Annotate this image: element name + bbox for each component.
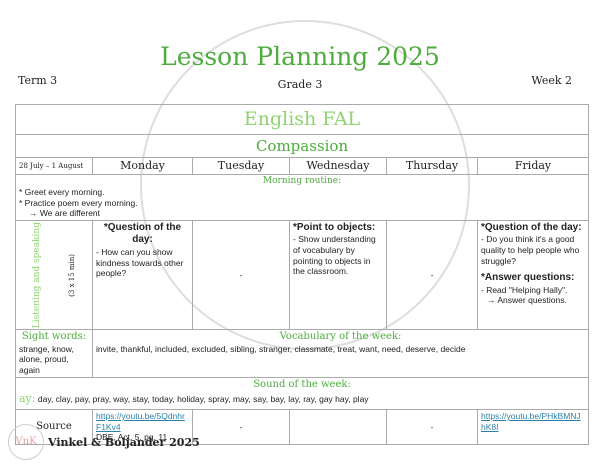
term-label: Term 3 — [18, 74, 58, 87]
vocab-heading: Vocabulary of the week: — [279, 331, 402, 343]
theme-title: Compassion — [14, 134, 590, 158]
day-tuesday: Tuesday — [192, 157, 290, 175]
wednesday-text: - Show understanding of vocabulary by po… — [293, 234, 376, 277]
thursday-text: - — [386, 219, 478, 331]
friday-text-3: → Answer questions. — [487, 295, 567, 306]
day-monday: Monday — [92, 157, 193, 175]
morning-line: * Greet every morning. — [19, 187, 105, 197]
monday-source-note: DBE, Act. 5, pg. 11 — [96, 432, 168, 443]
grade-label: Grade 3 — [277, 78, 323, 91]
sound-heading: Sound of the week: — [253, 379, 351, 391]
listening-duration: (3 x 15 min) — [67, 253, 76, 297]
friday-source-link[interactable]: https://youtu.be/PHkBMNJhK8I — [481, 411, 581, 432]
listening-label-cell: Listening and speaking (3 x 15 min) — [15, 219, 93, 331]
day-friday: Friday — [476, 157, 590, 175]
thursday-source: - — [386, 409, 478, 446]
logo: VnK — [8, 424, 44, 460]
friday-text: - Do you think it's a good quality to he… — [481, 234, 580, 266]
week-label: Week 2 — [531, 74, 572, 87]
date-range: 28 July – 1 August — [15, 157, 93, 175]
tuesday-source: - — [192, 409, 290, 446]
morning-routine-cell: Morning routine: * Greet every morning. … — [14, 173, 590, 221]
sight-words: strange, know, alone, proud, again — [19, 343, 74, 375]
page-title: Lesson Planning 2025 — [160, 42, 440, 71]
monday-heading: *Question of the day: — [103, 221, 182, 246]
sound-label: ay: — [19, 391, 36, 405]
wednesday-heading: *Point to objects: — [293, 221, 376, 233]
subject-title: English FAL — [14, 104, 590, 135]
tuesday-text: - — [192, 219, 290, 331]
friday-heading: *Question of the day: — [481, 221, 582, 233]
friday-text-2: - Read "Helping Hally". — [481, 284, 568, 295]
morning-heading: Morning routine: — [262, 175, 342, 186]
monday-source-link[interactable]: https://youtu.be/5QdnhrF1Kv4 — [96, 411, 185, 432]
wednesday-source — [289, 409, 387, 446]
day-wednesday: Wednesday — [289, 157, 387, 175]
listening-label: Listening and speaking — [31, 221, 42, 329]
friday-heading-2: *Answer questions: — [481, 272, 575, 284]
footer-credit: Vinkel & Boljander 2025 — [48, 436, 200, 449]
morning-line: * Practice poem every morning. — [19, 197, 138, 208]
morning-line: → We are different — [29, 208, 101, 219]
vocab-words: invite, thankful, included, excluded, si… — [96, 343, 466, 354]
sight-words-heading: Sight words: — [21, 331, 87, 343]
sound-words: day, clay, pay, pray, way, stay, today, … — [37, 393, 369, 404]
lesson-plan-table: English FAL Compassion 28 July – 1 Augus… — [14, 104, 590, 446]
day-thursday: Thursday — [386, 157, 478, 175]
monday-text: - How can you show kindness towards othe… — [96, 246, 184, 279]
